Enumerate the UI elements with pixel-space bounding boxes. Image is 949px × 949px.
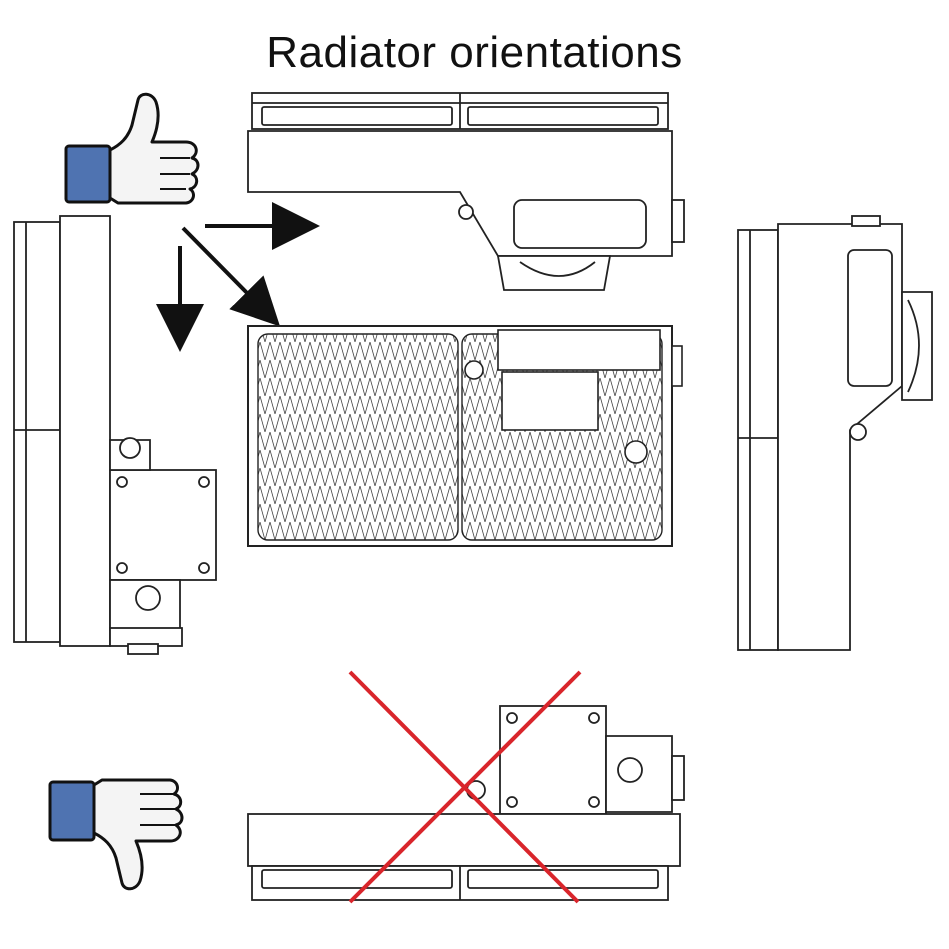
diagram-title: Radiator orientations [266, 28, 683, 77]
radiator-front-view [247, 325, 683, 547]
arrow-diagonal [181, 226, 281, 327]
radiator-right-side-view [737, 215, 933, 651]
thumbs-down-icon [48, 778, 184, 891]
thumbs-up-icon [64, 92, 200, 205]
radiator-pump-on-top-view [247, 705, 685, 901]
radiator-top-view [247, 92, 685, 291]
radiator-left-side-view [13, 215, 217, 655]
not-recommended-cross [348, 670, 582, 904]
